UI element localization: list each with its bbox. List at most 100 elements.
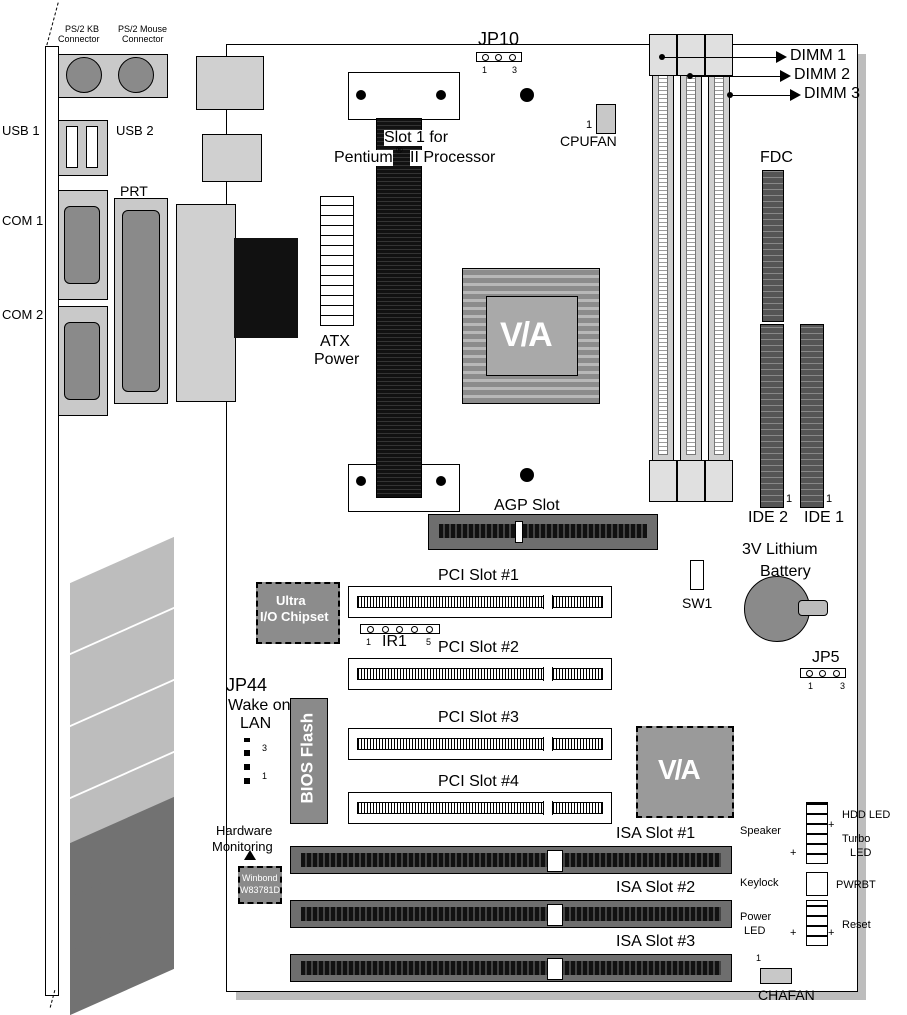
atx-power-label: Power (314, 351, 360, 368)
pci1-slot (348, 586, 612, 618)
jp10-label: JP10 (478, 29, 520, 49)
pci4-label: PCI Slot #4 (438, 773, 519, 790)
ps2-mouse-label-2: Connector (122, 34, 164, 44)
ultra-io-label-2: I/O Chipset (260, 609, 329, 624)
fdc-label: FDC (760, 149, 793, 166)
ps2-kb-label: PS/2 KB (65, 24, 100, 34)
fdc-header (762, 170, 784, 322)
panel-header-block-2 (806, 872, 828, 896)
mounting-hole (520, 88, 534, 102)
pci3-slot (348, 728, 612, 760)
north-bridge-chip (486, 296, 578, 376)
plus-sign: + (828, 927, 835, 939)
jp44-label: JP44 (226, 675, 268, 695)
dimm3-label: DIMM 3 (804, 85, 860, 102)
dimm3-arrow-line (732, 95, 790, 96)
dimm2-clip-bottom (677, 460, 705, 502)
jp5-label: JP5 (812, 649, 840, 666)
winbond-label-1: Winbond (242, 873, 278, 883)
south-bridge-chip (636, 726, 734, 818)
cpufan-pin-label: 1 (586, 119, 593, 131)
jp5-jumper (800, 668, 846, 678)
jp5-pin1-label: 1 (808, 681, 814, 691)
prt-label: PRT (120, 183, 148, 199)
io-connector-board (176, 204, 236, 402)
sw1-label: SW1 (682, 595, 713, 611)
ps2-mouse-label: PS/2 Mouse (118, 24, 168, 34)
reset-label: Reset (842, 919, 871, 931)
dimm1-arrow-line (664, 57, 776, 58)
com1-port-icon (64, 206, 100, 284)
ide2-pin-label: 1 (786, 493, 793, 505)
hwmon-label-2: Monitoring (212, 839, 273, 854)
ir1-label: IR1 (382, 633, 407, 650)
chafan-label: CHAFAN (758, 987, 815, 1003)
jp10-pin1-label: 1 (482, 65, 488, 75)
keylock-label: Keylock (740, 877, 779, 889)
panel-header-block-1 (806, 802, 828, 864)
battery-clip (798, 600, 828, 616)
plus-sign: + (828, 819, 835, 831)
dimm2-clip-top (677, 34, 705, 76)
dimm2-label: DIMM 2 (794, 66, 850, 83)
jp44-pin1-label: 1 (262, 771, 268, 781)
jp44-pin3-label: 3 (262, 743, 268, 753)
plus-sign: + (790, 927, 797, 939)
ultra-io-label-1: Ultra (276, 593, 306, 608)
chafan-header (760, 968, 792, 984)
dimm1-slot (652, 52, 674, 462)
bios-flash-chip (290, 698, 328, 824)
pci2-label: PCI Slot #2 (438, 639, 519, 656)
battery-label-1: 3V Lithium (742, 541, 818, 558)
plus-sign: + (790, 847, 797, 859)
isa2-label: ISA Slot #2 (616, 879, 696, 896)
ide1-label: IDE 1 (804, 509, 845, 526)
jp10-jumper (476, 52, 522, 62)
ir1-header (360, 624, 440, 634)
dimm1-label: DIMM 1 (790, 47, 846, 64)
ide1-pin-label: 1 (826, 493, 833, 505)
power-led-label-1: Power (740, 911, 772, 923)
prt-port-icon (122, 210, 160, 392)
usb-port-icon (86, 126, 98, 168)
turbo-label: Turbo (842, 833, 871, 845)
isa3-slot (290, 954, 732, 982)
mounting-hole (520, 468, 534, 482)
agp-label: AGP Slot (494, 497, 560, 514)
pci2-slot (348, 658, 612, 690)
com1-label: COM 1 (2, 213, 44, 228)
ps2-kb-port-icon (66, 57, 102, 93)
usb2-label: USB 2 (116, 123, 154, 138)
speaker-label: Speaker (740, 825, 781, 837)
mounting-hole (356, 476, 366, 486)
atx-power-connector (320, 196, 354, 326)
dimm3-arrow-head (790, 89, 801, 101)
rear-panel-bracket (45, 46, 59, 996)
via-logo-south: V/A (658, 754, 701, 785)
pci4-slot (348, 792, 612, 824)
ide1-header (800, 324, 824, 508)
power-led-label-2: LED (744, 925, 766, 937)
dimm3-pointer-dot (727, 92, 733, 98)
ide2-header (760, 324, 784, 508)
cpufan-header (596, 104, 616, 134)
usb1-label: USB 1 (2, 123, 40, 138)
usb-connector-board (202, 134, 262, 182)
slot1-processor-slot (376, 118, 422, 498)
cpufan-label: CPUFAN (560, 133, 617, 149)
mounting-hole (436, 476, 446, 486)
jp10-leader-line (528, 44, 654, 45)
ide2-label: IDE 2 (748, 509, 789, 526)
pci3-label: PCI Slot #3 (438, 709, 519, 726)
dimm3-slot (708, 52, 730, 462)
dimm2-pointer-dot (687, 73, 693, 79)
wake-on-lan-label-2: LAN (240, 715, 272, 732)
pwrbt-label: PWRBT (836, 879, 876, 891)
ir1-pin1-label: 1 (366, 637, 372, 647)
hwmon-label-1: Hardware (216, 823, 273, 838)
dimm3-clip-bottom (705, 460, 733, 502)
io-cable-block (234, 238, 298, 338)
dimm1-arrow-head (776, 51, 787, 63)
usb-port-icon (66, 126, 78, 168)
chafan-pin-label: 1 (756, 953, 762, 963)
